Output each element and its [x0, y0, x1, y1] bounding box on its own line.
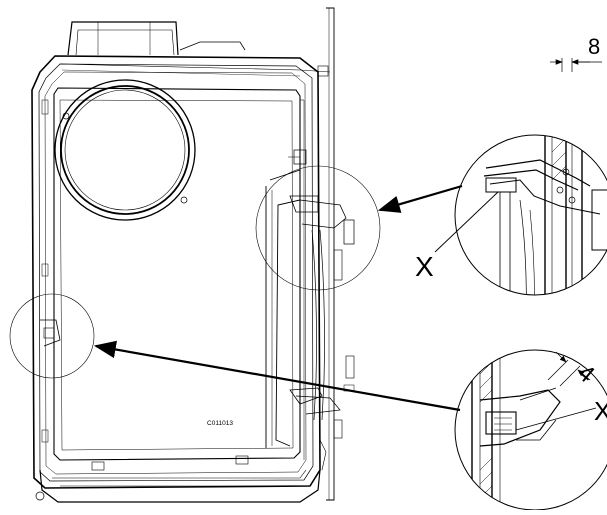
lower-callout-arrow [93, 340, 461, 412]
right-detail-marker [255, 165, 381, 291]
drawing-code: C011013 [207, 420, 233, 427]
upper-dimension-label: 8 [588, 34, 600, 59]
upper-detail-view: 8 X [415, 34, 607, 296]
upper-callout-arrow [377, 184, 463, 213]
appliance-body [31, 7, 355, 503]
left-detail-marker [9, 293, 95, 379]
upper-marker-label: X [415, 251, 434, 282]
lower-marker-label: X [594, 396, 607, 426]
lower-detail-view: 4 X [454, 349, 607, 511]
